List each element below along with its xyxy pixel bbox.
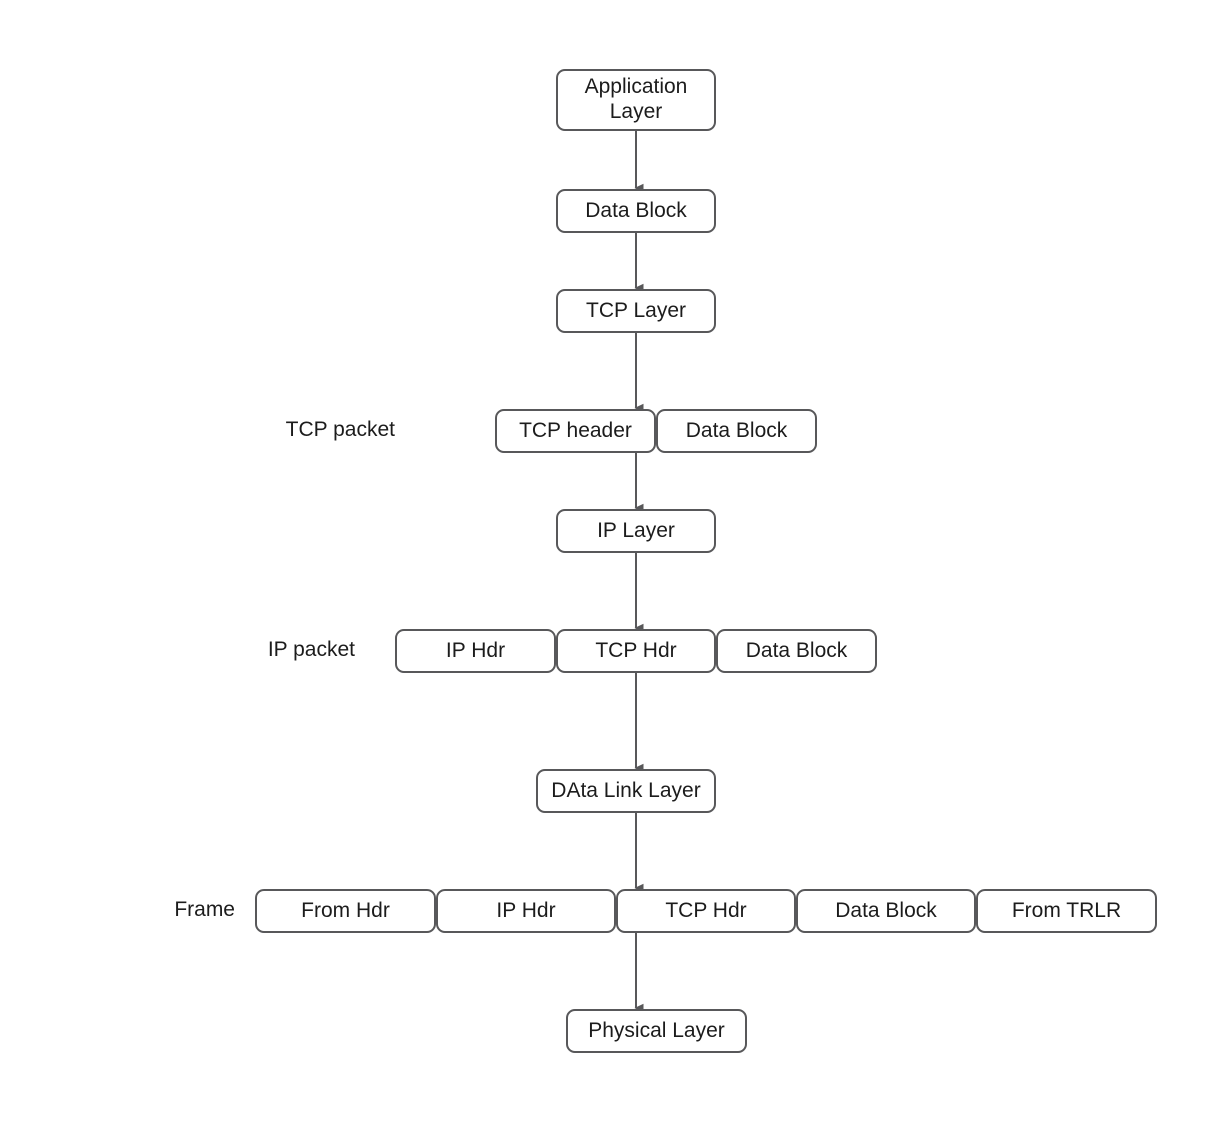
packet-row-tcp-packet: TCP header Data Block <box>495 409 817 453</box>
row-label-frame: Frame <box>174 898 235 921</box>
packet-segment-from-trlr[interactable]: From TRLR <box>976 889 1157 933</box>
node-physical-layer[interactable]: Physical Layer <box>566 1009 747 1053</box>
packet-segment-ip-hdr[interactable]: IP Hdr <box>436 889 616 933</box>
node-tcp-layer[interactable]: TCP Layer <box>556 289 716 333</box>
packet-segment-from-hdr[interactable]: From Hdr <box>255 889 436 933</box>
packet-row-ip-packet: IP Hdr TCP Hdr Data Block <box>395 629 877 673</box>
node-data-block[interactable]: Data Block <box>556 189 716 233</box>
packet-segment-ip-hdr[interactable]: IP Hdr <box>395 629 556 673</box>
node-ip-layer[interactable]: IP Layer <box>556 509 716 553</box>
packet-segment-tcp-hdr[interactable]: TCP Hdr <box>616 889 796 933</box>
row-label-tcp-packet: TCP packet <box>285 418 395 441</box>
packet-segment-tcp-header[interactable]: TCP header <box>495 409 656 453</box>
packet-segment-data-block[interactable]: Data Block <box>716 629 877 673</box>
node-data-link-layer[interactable]: DAta Link Layer <box>536 769 716 813</box>
row-label-ip-packet: IP packet <box>267 638 355 661</box>
packet-segment-data-block[interactable]: Data Block <box>796 889 976 933</box>
packet-row-frame: From Hdr IP Hdr TCP Hdr Data Block From … <box>255 889 1157 933</box>
packet-segment-data-block[interactable]: Data Block <box>656 409 817 453</box>
node-application-layer[interactable]: Application Layer <box>556 69 716 131</box>
packet-segment-tcp-hdr[interactable]: TCP Hdr <box>556 629 716 673</box>
